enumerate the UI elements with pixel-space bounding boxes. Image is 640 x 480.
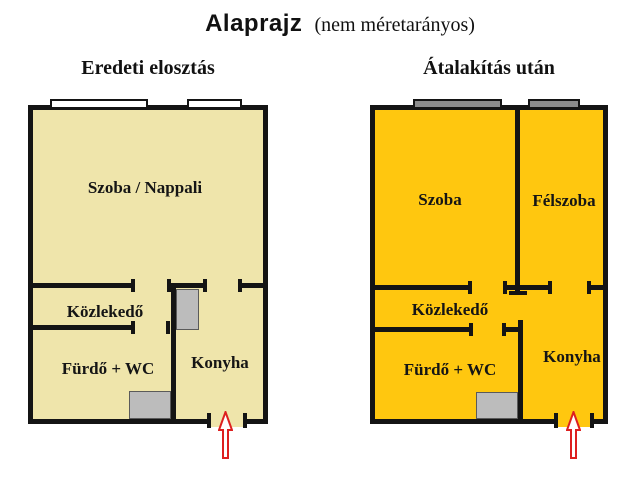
room-label-hall: Közlekedő [66,302,144,321]
converted-entrance-jamb-right [590,413,594,428]
original-plan-header: Eredeti elosztás [81,57,215,79]
converted-wall-divider [515,105,520,295]
original-jamb [131,321,135,334]
original-wall-kitchen [171,283,176,424]
original-jamb [167,279,171,292]
original-interior [33,110,263,419]
converted-jamb [509,291,527,295]
converted-wall-bottom [370,419,608,424]
converted-wall-right [603,105,608,424]
original-wall-top [28,105,268,110]
converted-jamb [468,281,472,294]
converted-wall-a2 [503,285,552,290]
original-jamb [166,321,170,334]
window-symbol [528,99,580,109]
converted-wall-kitchen [518,320,523,424]
converted-wall-b1 [375,327,473,332]
converted-jamb [548,281,552,294]
original-jamb [131,279,135,292]
converted-interior [375,110,603,419]
original-jamb [203,279,207,292]
converted-plan-header: Átalakítás után [423,57,555,79]
room-label-living: Szoba / Nappali [87,178,203,197]
room-label-kitchen: Konyha [543,347,601,366]
room-label-bath: Fürdő + WC [403,360,497,379]
converted-entrance-jamb-left [554,413,558,428]
entrance-arrow-icon [218,411,233,459]
original-wall-a2 [167,283,207,288]
original-wall-a1 [33,283,135,288]
converted-wall-left [370,105,375,424]
room-label-kitchen: Konyha [191,353,249,372]
figure-title-row: Alaprajz (nem méretarányos) [40,10,640,38]
original-jamb [238,279,242,292]
converted-wall-a1 [375,285,472,290]
figure-subtitle: (nem méretarányos) [314,14,475,36]
fixture-symbol [176,289,199,330]
room-label-hall: Közlekedő [411,300,489,319]
converted-jamb [503,281,507,294]
fixture-symbol [476,392,518,419]
window-symbol [187,99,242,109]
converted-wall-a3 [587,285,603,290]
converted-jamb [502,323,506,336]
entrance-arrow-icon [566,411,581,459]
converted-wall-b2 [502,327,518,332]
room-label-room: Szoba [418,190,462,209]
window-symbol [413,99,502,109]
room-label-bath: Fürdő + WC [61,359,155,378]
converted-jamb [469,323,473,336]
original-wall-right [263,105,268,424]
room-label-half-room: Félszoba [532,191,596,210]
original-entrance-jamb-left [207,413,211,428]
original-entrance-jamb-right [243,413,247,428]
original-wall-a3 [238,283,263,288]
converted-jamb [587,281,591,294]
window-symbol [50,99,148,109]
original-wall-left [28,105,33,424]
original-wall-bottom [28,419,268,424]
fixture-symbol [129,391,171,419]
figure-title: Alaprajz [205,10,303,37]
original-wall-b [33,325,135,330]
